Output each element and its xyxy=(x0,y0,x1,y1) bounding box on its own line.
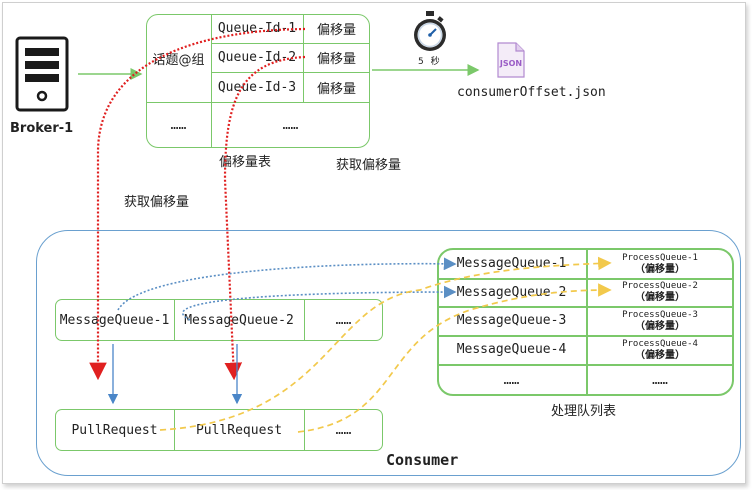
process-queue-name: ProcessQueue-1 xyxy=(622,252,698,263)
pull-request-cell: PullRequest xyxy=(71,422,158,438)
process-queue-name: ProcessQueue-2 xyxy=(622,281,698,291)
offset-cell: 偏移量 xyxy=(316,52,356,67)
timer-label: 5 秒 xyxy=(418,57,442,67)
ellipsis-cell: …… xyxy=(282,117,299,133)
process-queue-cell: ProcessQueue-1 （偏移量） xyxy=(586,249,734,278)
topic-group-cell: 话题@组 xyxy=(152,52,205,68)
fetch-offset-arrow-2 xyxy=(223,55,306,381)
process-queue-offset: （偏移量） xyxy=(635,349,685,361)
process-queue-cell: ProcessQueue-2 （偏移量） xyxy=(586,278,734,306)
offset-cell: 偏移量 xyxy=(316,81,356,97)
queue-id-cell: Queue-Id-3 xyxy=(217,79,297,95)
process-queue-name: ProcessQueue-4 xyxy=(622,338,698,349)
json-file-icon-text: JSON xyxy=(499,59,523,68)
message-queue-cell: MessageQueue-2 xyxy=(184,312,294,328)
stopwatch-icon xyxy=(412,10,448,54)
ellipsis-cell: …… xyxy=(335,422,352,438)
pull-to-process-arrow-1 xyxy=(159,256,612,431)
diagram-frame xyxy=(2,2,746,484)
process-queue-cell: ProcessQueue-4 （偏移量） xyxy=(586,335,734,364)
process-queue-name: ProcessQueue-3 xyxy=(622,309,698,320)
process-mq-cell: MessageQueue-4 xyxy=(456,342,567,357)
ellipsis-cell: …… xyxy=(170,117,187,133)
process-queue-offset: （偏移量） xyxy=(635,320,685,332)
ellipsis-cell: …… xyxy=(335,312,352,328)
process-queue-offset: （偏移量） xyxy=(635,292,685,303)
json-file-label: consumerOffset.json xyxy=(457,85,606,100)
process-mq-cell: MessageQueue-3 xyxy=(456,313,567,328)
fetch-offset-label-right: 获取偏移量 xyxy=(336,158,402,173)
queue-id-cell: Queue-Id-1 xyxy=(217,21,297,36)
consumer-title: Consumer xyxy=(386,451,459,469)
message-queue-cell: MessageQueue-1 xyxy=(59,312,170,328)
pull-to-process-arrow-2 xyxy=(297,283,612,433)
process-table-caption: 处理队列表 xyxy=(551,404,617,419)
mq-to-process-arrow-2 xyxy=(182,285,457,321)
process-mq-cell: MessageQueue-2 xyxy=(456,284,567,300)
fetch-offset-label-left: 获取偏移量 xyxy=(124,195,190,210)
pull-request-row xyxy=(55,409,383,451)
server-icon xyxy=(14,36,70,112)
ellipsis-cell: …… xyxy=(652,372,668,388)
fetch-offset-arrow-1 xyxy=(89,27,306,381)
pull-request-cell: PullRequest xyxy=(195,422,283,438)
json-file-icon: JSON xyxy=(496,42,526,78)
process-queue-offset: （偏移量） xyxy=(635,263,685,275)
mq-to-process-arrow-1 xyxy=(117,257,457,311)
offset-table xyxy=(146,14,370,148)
offset-cell: 偏移量 xyxy=(316,23,356,38)
message-queue-row xyxy=(55,299,383,341)
offset-table-caption: 偏移量表 xyxy=(219,155,272,170)
broker-label: Broker-1 xyxy=(10,121,74,136)
process-queue-cell: ProcessQueue-3 （偏移量） xyxy=(586,306,734,335)
ellipsis-cell: …… xyxy=(503,372,520,388)
